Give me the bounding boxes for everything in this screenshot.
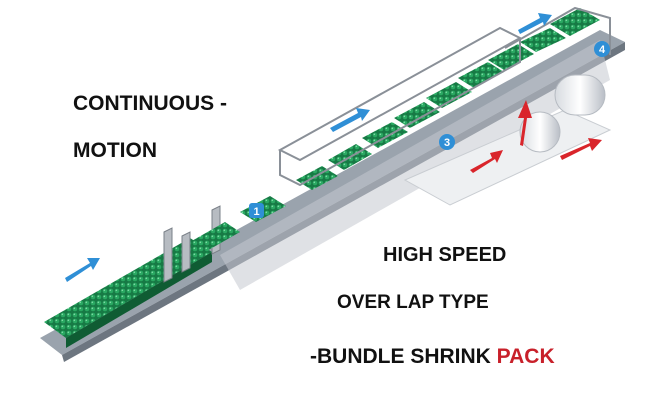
station-label-3: 3 bbox=[444, 137, 450, 149]
title-line-2: MOTION bbox=[73, 139, 157, 162]
bundle-prefix: -BUNDLE SHRINK bbox=[310, 345, 497, 368]
station-marker-3: 3 bbox=[439, 134, 455, 150]
flow-arrows bbox=[65, 13, 552, 282]
station-label-4: 4 bbox=[599, 44, 606, 56]
station-marker-1: 1 bbox=[249, 203, 264, 218]
bundle-pack-word: PACK bbox=[496, 345, 555, 368]
bundle-label: -BUNDLE SHRINK PACK bbox=[310, 345, 555, 369]
speed-label: HIGH SPEED bbox=[383, 244, 507, 266]
film-arrow-icon bbox=[470, 150, 503, 173]
conveyor-base bbox=[40, 30, 625, 362]
film-arrow-icon bbox=[518, 100, 532, 146]
title-line-1: CONTINUOUS - bbox=[73, 92, 227, 115]
film-unit bbox=[403, 74, 612, 206]
type-label: OVER LAP TYPE bbox=[337, 292, 489, 313]
station-label-1: 1 bbox=[253, 206, 259, 218]
flow-arrow-icon bbox=[65, 258, 100, 282]
flow-arrow-icon bbox=[518, 13, 552, 34]
film-feed-arrows bbox=[470, 100, 602, 173]
station-marker-4: 4 bbox=[594, 41, 610, 57]
film-arrow-icon bbox=[560, 138, 602, 160]
flow-arrow-icon bbox=[330, 108, 370, 132]
shrink-frame bbox=[277, 6, 611, 187]
